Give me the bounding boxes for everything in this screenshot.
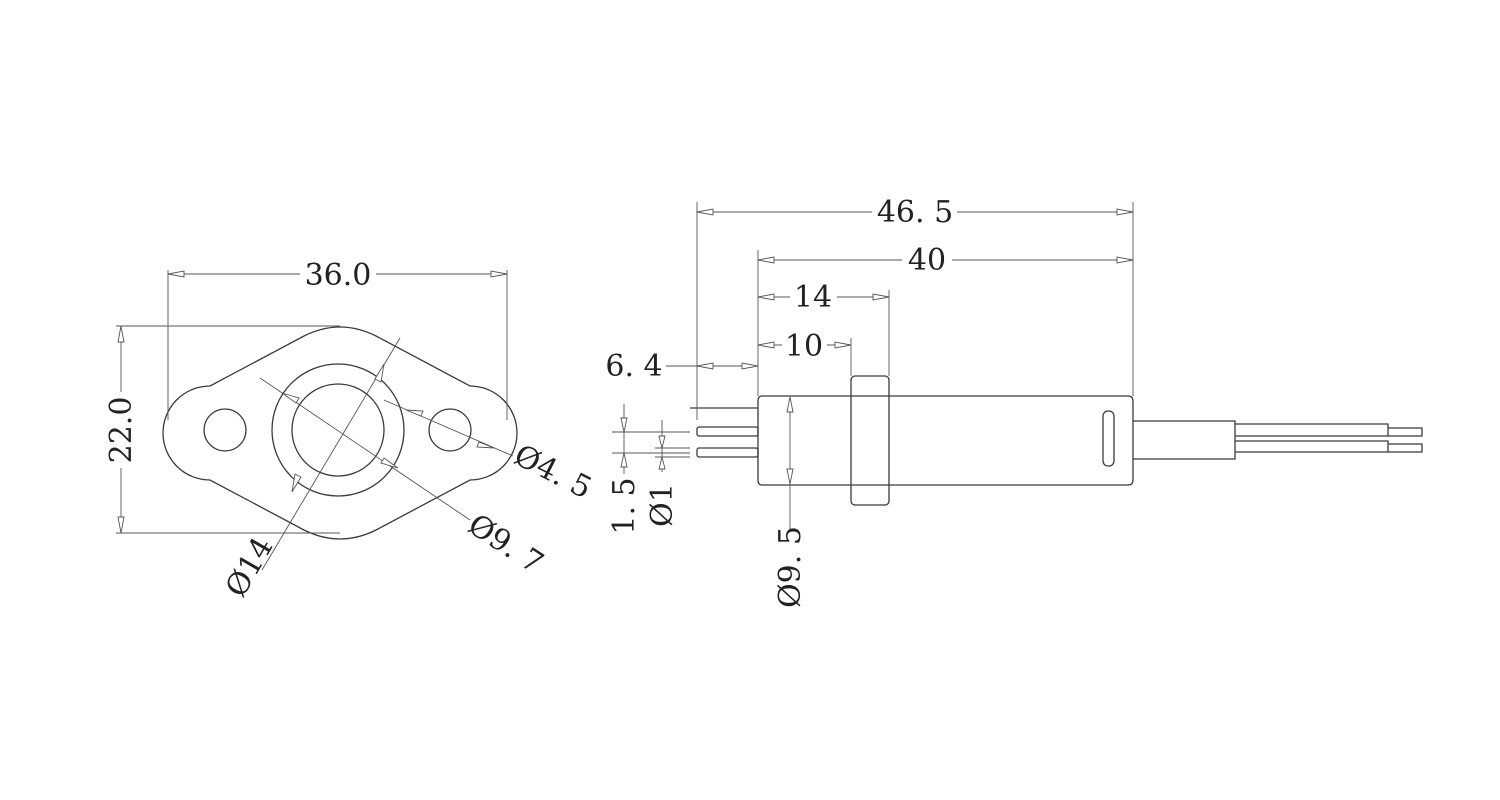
dimension-width: 36.0 <box>167 258 508 420</box>
dimension-hole: Ø4. 5 <box>383 399 597 506</box>
wire-top <box>1235 423 1389 437</box>
pin-length-label: 6. 4 <box>605 349 662 384</box>
width-label: 36.0 <box>305 258 372 293</box>
pin-pitch-label: 1. 5 <box>607 477 642 534</box>
pin-diameter-label: Ø1 <box>645 483 680 527</box>
dimension-flange-start: 10 <box>757 329 852 376</box>
body-length-label: 40 <box>908 243 946 278</box>
body-slot <box>1102 410 1115 467</box>
dimension-height: 22.0 <box>104 325 340 534</box>
flange-start-label: 10 <box>785 329 823 364</box>
dimension-flange-position: 14 <box>757 280 890 376</box>
inner-bore <box>291 383 385 477</box>
hole-label: Ø4. 5 <box>508 438 597 506</box>
front-view: 36.0 22.0 Ø14 Ø9. 7 <box>104 258 597 603</box>
wire-tip-bottom <box>1388 443 1423 453</box>
height-label: 22.0 <box>104 397 139 464</box>
overall-length-label: 46. 5 <box>877 195 953 230</box>
dimension-pin-length: 6. 4 <box>605 349 759 384</box>
dimension-outer-ring: Ø14 <box>219 337 401 603</box>
mounting-hole-right <box>428 408 472 452</box>
wire-bottom <box>1235 440 1389 453</box>
dimension-body-diameter: Ø9. 5 <box>773 396 808 608</box>
pin-bottom <box>696 447 759 458</box>
flange-position-label: 14 <box>794 280 832 315</box>
wire-tip-top <box>1388 427 1423 437</box>
dimension-pin-diameter: Ø1 <box>645 420 690 527</box>
cable-sleeve <box>1133 420 1236 460</box>
outer-ring <box>271 363 405 497</box>
inner-bore-label: Ø9. 7 <box>462 507 550 581</box>
outer-ring-label: Ø14 <box>219 531 281 603</box>
dimension-body-length: 40 <box>757 243 1134 396</box>
dimension-pin-pitch: 1. 5 <box>607 404 690 535</box>
mounting-hole-left <box>203 408 247 452</box>
body-diameter-label: Ø9. 5 <box>773 526 808 608</box>
sensor-body <box>757 395 1134 486</box>
side-flange <box>850 375 890 506</box>
pin-middle <box>696 426 759 437</box>
dimension-overall-length: 46. 5 <box>696 195 1134 420</box>
side-view: 46. 5 40 14 10 <box>605 195 1423 608</box>
flange-outline <box>162 326 518 540</box>
